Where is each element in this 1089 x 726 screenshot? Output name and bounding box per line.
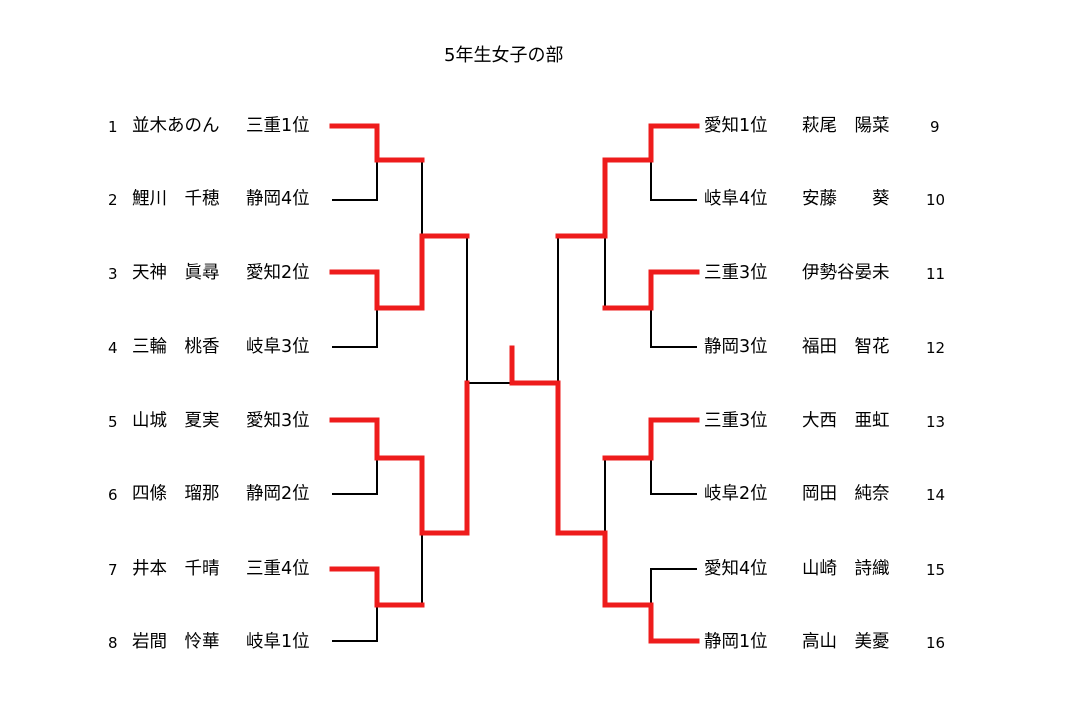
seed-15: 15 xyxy=(926,561,946,579)
right-line-10 xyxy=(650,160,697,201)
player-name-8: 岩間 怜華 xyxy=(132,632,220,652)
right-winning-lines xyxy=(555,123,700,644)
right-win-9 xyxy=(555,123,700,239)
seed-11: 11 xyxy=(926,265,946,283)
player-name-12: 福田 智花 xyxy=(802,337,890,357)
seed-12: 12 xyxy=(926,339,946,357)
player-name-3: 天神 眞尋 xyxy=(132,263,220,283)
player-name-1: 並木あのん xyxy=(132,116,220,136)
player-pref-10: 岐阜4位 xyxy=(704,189,768,209)
player-pref-8: 岐阜1位 xyxy=(246,632,310,652)
bracket-title: 5年生女子の部 xyxy=(444,45,564,66)
seed-1: 1 xyxy=(108,118,118,136)
left-semifinal-top xyxy=(466,236,512,384)
left-win-1 xyxy=(329,123,425,163)
seed-2: 2 xyxy=(108,191,118,209)
right-line-15 xyxy=(650,568,697,605)
player-pref-1: 三重1位 xyxy=(246,116,310,136)
right-line-12 xyxy=(650,308,697,348)
player-name-14: 岡田 純奈 xyxy=(802,484,890,504)
player-name-7: 井本 千晴 xyxy=(132,559,220,579)
player-name-6: 四條 瑠那 xyxy=(132,484,220,504)
seed-14: 14 xyxy=(926,486,946,504)
seed-9: 9 xyxy=(930,118,940,136)
player-pref-15: 愛知4位 xyxy=(704,559,768,579)
player-pref-4: 岐阜3位 xyxy=(246,337,310,357)
seed-13: 13 xyxy=(926,413,946,431)
player-pref-14: 岐阜2位 xyxy=(704,484,768,504)
left-win-5 xyxy=(329,417,425,536)
player-pref-5: 愛知3位 xyxy=(246,411,310,431)
right-losing-lines xyxy=(557,160,697,605)
right-win-13 xyxy=(602,417,700,461)
player-name-13: 大西 亜虹 xyxy=(802,411,890,431)
left-line-2 xyxy=(332,160,378,201)
left-line-4 xyxy=(332,308,378,348)
player-name-4: 三輪 桃香 xyxy=(132,337,220,357)
player-name-10: 安藤 葵 xyxy=(802,189,890,209)
player-name-2: 鯉川 千穂 xyxy=(132,189,220,209)
seed-3: 3 xyxy=(108,265,118,283)
player-pref-2: 静岡4位 xyxy=(246,189,310,209)
player-pref-16: 静岡1位 xyxy=(704,632,768,652)
left-winning-lines xyxy=(329,123,470,608)
left-line-6 xyxy=(332,458,378,495)
seed-8: 8 xyxy=(108,634,118,652)
player-name-16: 高山 美憂 xyxy=(802,632,890,652)
right-line-14 xyxy=(650,458,697,495)
player-name-9: 萩尾 陽菜 xyxy=(802,116,890,136)
player-pref-12: 静岡3位 xyxy=(704,337,768,357)
final-win xyxy=(509,345,561,386)
left-line-8 xyxy=(332,605,378,642)
left-win-7 xyxy=(329,566,425,608)
seed-5: 5 xyxy=(108,413,118,431)
player-pref-9: 愛知1位 xyxy=(704,116,768,136)
player-pref-3: 愛知2位 xyxy=(246,263,310,283)
player-pref-11: 三重3位 xyxy=(704,263,768,283)
final-lines xyxy=(509,345,561,386)
seed-16: 16 xyxy=(926,634,946,652)
seed-10: 10 xyxy=(926,191,946,209)
seed-7: 7 xyxy=(108,561,118,579)
right-win-11 xyxy=(602,269,700,311)
left-win-semi xyxy=(419,380,470,536)
right-win-16 xyxy=(555,380,700,644)
seed-4: 4 xyxy=(108,339,118,357)
player-pref-6: 静岡2位 xyxy=(246,484,310,504)
player-name-15: 山崎 詩織 xyxy=(802,559,890,579)
player-name-5: 山城 夏実 xyxy=(132,411,220,431)
player-pref-13: 三重3位 xyxy=(704,411,768,431)
seed-6: 6 xyxy=(108,486,118,504)
player-name-11: 伊勢谷晏未 xyxy=(802,263,890,283)
left-win-3 xyxy=(329,233,470,311)
player-pref-7: 三重4位 xyxy=(246,559,310,579)
